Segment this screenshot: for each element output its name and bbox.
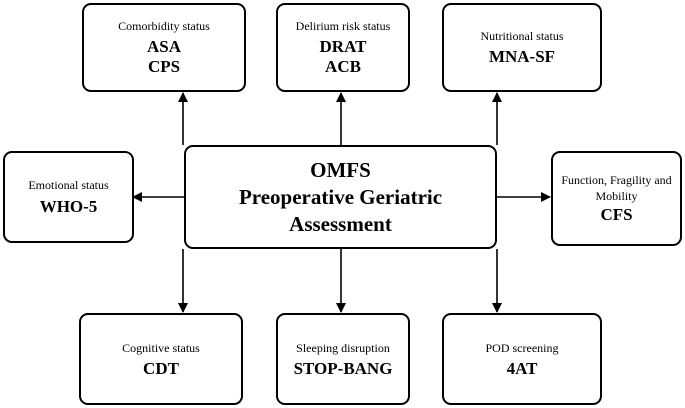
pod-screening-label: POD screening	[485, 340, 559, 355]
drat-score: DRAT	[319, 37, 367, 56]
sleeping-disruption-label: Sleeping disruption	[296, 340, 390, 355]
acb-score: ACB	[325, 57, 361, 76]
central-assessment-box: OMFS Preoperative Geriatric Assessment	[184, 145, 497, 249]
cognitive-status-label: Cognitive status	[122, 340, 200, 355]
comorbidity-status-label: Comorbidity status	[118, 19, 210, 33]
omfs-title: OMFS	[310, 157, 371, 182]
cdt-score: CDT	[143, 358, 179, 378]
function-fragility-mobility-box: Function, Fragility and Mobility CFS	[551, 151, 682, 246]
emotional-status-label: Emotional status	[28, 178, 109, 192]
cps-score: CPS	[147, 57, 181, 76]
nutritional-status-box: Nutritional status MNA-SF	[442, 3, 602, 92]
cognitive-status-box: Cognitive status CDT	[79, 313, 243, 405]
asa-score: ASA	[146, 37, 181, 56]
stop-bang-score: STOP-BANG	[293, 358, 393, 378]
cfs-score: CFS	[600, 205, 633, 224]
preoperative-geriatric-assessment-title: Preoperative Geriatric Assessment	[238, 184, 443, 236]
pod-screening-box: POD screening 4AT	[442, 313, 602, 405]
nutritional-status-label: Nutritional status	[480, 29, 564, 43]
who-5-score: WHO-5	[39, 197, 98, 216]
delirium-risk-status-label: Delirium risk status	[295, 19, 391, 33]
delirium-risk-status-box: Delirium risk status DRAT ACB	[276, 3, 410, 92]
sleeping-disruption-box: Sleeping disruption STOP-BANG	[276, 313, 410, 405]
comorbidity-status-box: Comorbidity status ASA CPS	[82, 3, 246, 92]
4at-score: 4AT	[506, 358, 538, 378]
function-fragility-label-line2: Mobility	[595, 189, 638, 203]
mna-sf-score: MNA-SF	[488, 47, 556, 66]
function-fragility-label-line1: Function, Fragility and	[561, 173, 672, 187]
emotional-status-box: Emotional status WHO-5	[3, 151, 134, 243]
